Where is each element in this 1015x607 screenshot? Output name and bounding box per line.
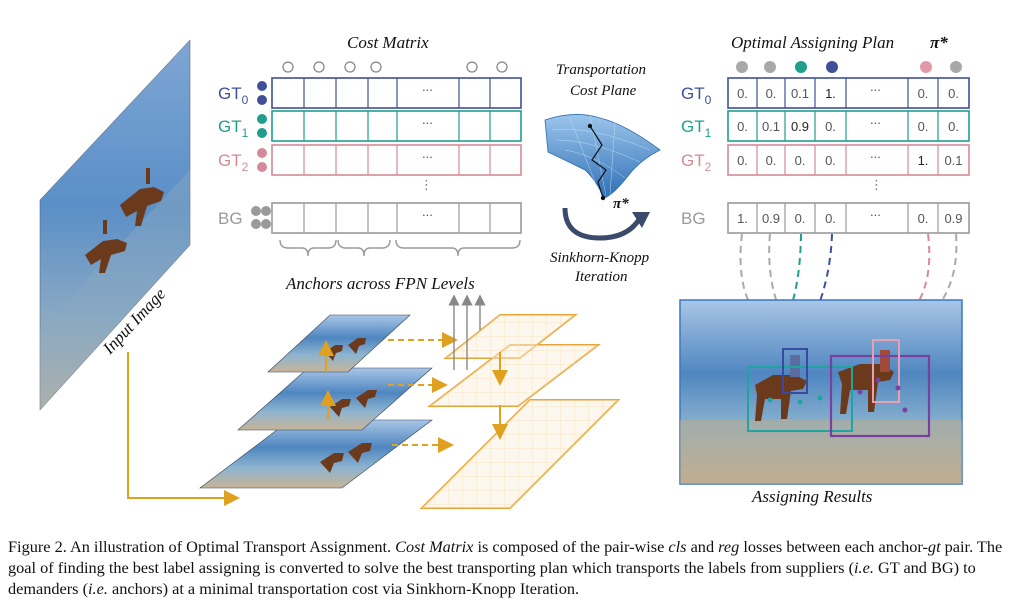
plan-cell: 0.9 (762, 211, 780, 226)
sinkhorn-arrow (562, 207, 643, 241)
plan-cell: 0. (948, 86, 959, 101)
assign-plan-title: Optimal Assigning Plan (731, 33, 894, 52)
plan-cell: 0. (766, 86, 777, 101)
row-label-1: GT1 (218, 117, 249, 140)
sinkhorn-label-line2: Iteration (574, 269, 628, 285)
row-label-2: GT2 (218, 151, 249, 174)
row-label-0: GT0 (681, 84, 712, 107)
cost-ellipsis: ... (422, 112, 433, 127)
plan-cell: 0.1 (944, 153, 962, 168)
figure-caption: Figure 2. An illustration of Optimal Tra… (8, 537, 1003, 598)
pi-star-title: π* (930, 33, 948, 52)
plan-cell: 0.9 (944, 211, 962, 226)
plan-ellipsis: ... (870, 146, 881, 161)
pi-star-plane: π* (613, 196, 629, 212)
gt-dot (257, 114, 267, 124)
plan-cell: 0. (766, 153, 777, 168)
cost-plane-surface (544, 114, 661, 201)
anchor-dot-empty (370, 61, 382, 73)
cost-matrix-anchor-dots (282, 61, 508, 73)
plan-cell: 0. (795, 211, 806, 226)
cost-matrix-title: Cost Matrix (347, 33, 429, 52)
plan-cell: 0.1 (791, 86, 809, 101)
plan-row-0 (727, 77, 970, 109)
bg-dot (251, 206, 261, 216)
plan-cell: 0.1 (762, 119, 780, 134)
fpn-feature-grids (388, 294, 621, 509)
plan-cell: 1. (737, 211, 748, 226)
cost-vdots: ⋮ (420, 177, 433, 192)
fpn-image-stack (199, 314, 433, 489)
cost-ellipsis: ... (422, 204, 433, 219)
plan-cell: 0. (737, 153, 748, 168)
cost-ellipsis: ... (422, 79, 433, 94)
assign-plan-matrix: GT0 0. 0. 0.1 1. 0. 0.... GT1 0. 0.1 0.9 0. 0. 0.... G… (681, 77, 970, 234)
plan-row-3 (727, 202, 970, 234)
gt-dot (257, 148, 267, 158)
plan-cell: 0. (795, 153, 806, 168)
transport-title-line1: Transportation (556, 62, 646, 78)
plan-cell: 1. (825, 86, 836, 101)
plan-ellipsis: ... (870, 79, 881, 94)
bg-dot (261, 219, 271, 229)
anchor-dot-empty (496, 61, 508, 73)
plan-anchor-dot (736, 61, 748, 73)
plan-cell: 0. (948, 119, 959, 134)
sinkhorn-label-line1: Sinkhorn-Knopp (550, 250, 650, 266)
plan-cell: 0.9 (791, 119, 809, 134)
anchors-label: Anchors across FPN Levels (285, 274, 475, 293)
figure-label: Figure 2. (8, 537, 67, 556)
plan-anchor-dots (736, 61, 962, 73)
plan-anchor-dot (950, 61, 962, 73)
plan-ellipsis: ... (870, 112, 881, 127)
plan-row-1 (727, 110, 970, 142)
plan-anchor-dot (826, 61, 838, 73)
anchor-dot-empty (466, 61, 478, 73)
row-label-3: BG (218, 209, 243, 228)
plan-cell: 0. (918, 86, 929, 101)
plan-cell: 0. (825, 211, 836, 226)
plan-cell: 0. (825, 119, 836, 134)
anchor-dot-empty (344, 61, 356, 73)
plan-cell: 0. (737, 119, 748, 134)
row-label-3: BG (681, 209, 706, 228)
transport-title-line2: Cost Plane (570, 83, 637, 99)
cost-matrix: GT0... GT1... GT2... BG... ⋮ (218, 77, 522, 234)
plan-anchor-dot (764, 61, 776, 73)
bg-dot (261, 206, 271, 216)
plan-cell: 0. (825, 153, 836, 168)
assigning-results-image (679, 299, 963, 485)
gt-dot (257, 128, 267, 138)
plan-ellipsis: ... (870, 204, 881, 219)
plan-anchor-dot (920, 61, 932, 73)
plan-vdots: ⋮ (870, 177, 883, 192)
row-label-0: GT0 (218, 84, 249, 107)
anchor-dot-empty (282, 61, 294, 73)
anchor-dot-empty (313, 61, 325, 73)
input-image: Input Image (39, 39, 191, 411)
plan-anchor-dot (795, 61, 807, 73)
row-label-1: GT1 (681, 117, 712, 140)
anchor-braces (279, 239, 521, 257)
assigning-results-label: Assigning Results (751, 487, 873, 506)
gt-dot (257, 81, 267, 91)
plan-cell: 0. (737, 86, 748, 101)
plan-cell: 1. (918, 153, 929, 168)
plan-cell: 0. (918, 119, 929, 134)
gt-dot (257, 95, 267, 105)
plan-cell: 0. (918, 211, 929, 226)
row-label-2: GT2 (681, 151, 712, 174)
input-to-fpn-arrow (127, 352, 240, 506)
bg-dot (251, 219, 261, 229)
gt-dot (257, 162, 267, 172)
figure-diagram: Input Image (39, 33, 970, 509)
cost-ellipsis: ... (422, 146, 433, 161)
plan-row-2 (727, 144, 970, 176)
horse-silhouette (85, 168, 164, 273)
